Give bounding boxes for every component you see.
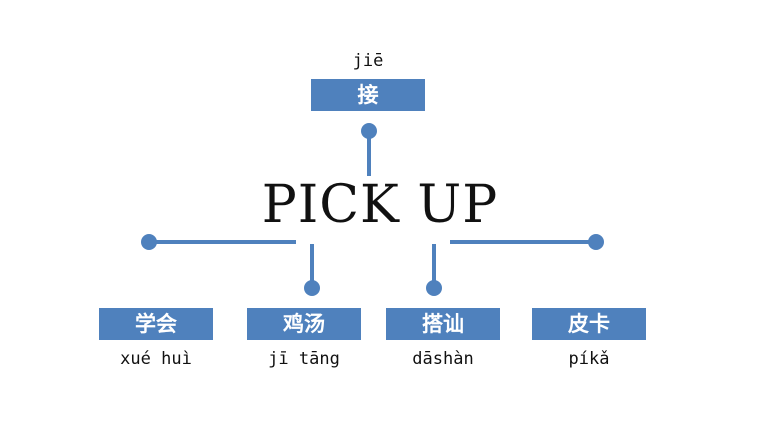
top-node-pinyin: jiē	[352, 51, 384, 71]
bottom-node-pinyin-2: jī tāng	[268, 349, 340, 369]
bottom-node-pinyin-1: xué huì	[120, 349, 192, 369]
bottom-node-box-1: 学会	[99, 308, 213, 340]
bottom-node-box-2: 鸡汤	[247, 308, 361, 340]
connector-center-left-dot	[304, 280, 320, 296]
top-node-box: 接	[311, 79, 425, 111]
connector-top-dot	[361, 123, 377, 139]
bottom-node-box-3: 搭讪	[386, 308, 500, 340]
connector-center-right-dot	[426, 280, 442, 296]
bottom-node-box-4: 皮卡	[532, 308, 646, 340]
bottom-node-pinyin-4: píkǎ	[568, 349, 610, 369]
diagram-title: PICK UP	[261, 175, 499, 235]
connector-left-dot	[141, 234, 157, 250]
connector-right-dot	[588, 234, 604, 250]
bottom-node-pinyin-3: dāshàn	[412, 349, 474, 369]
